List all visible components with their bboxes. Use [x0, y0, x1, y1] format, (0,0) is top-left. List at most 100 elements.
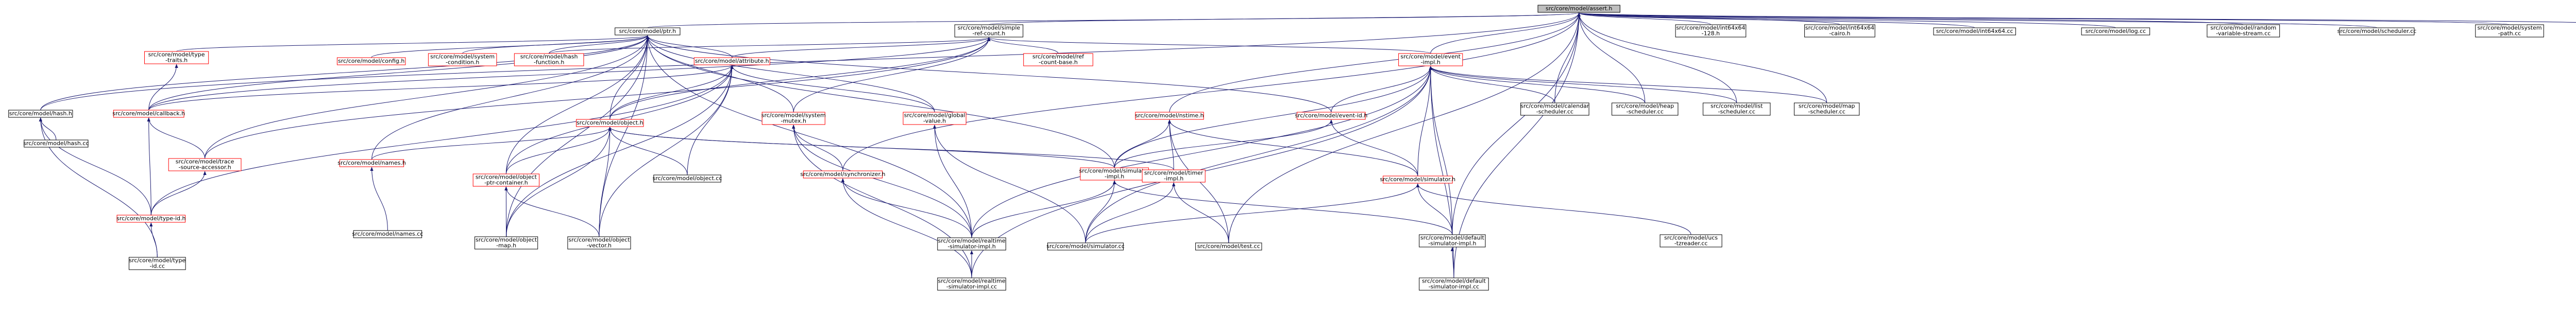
- file-node-int64x64-128-h[interactable]: src/core/model/int64x64-128.h: [1675, 24, 1747, 38]
- file-node-hash-h[interactable]: src/core/model/hash.h: [8, 110, 73, 118]
- dependency-edge: [841, 178, 972, 238]
- node-box: [1023, 53, 1093, 66]
- node-box: [1195, 242, 1262, 251]
- file-node-simulator-h[interactable]: src/core/model/simulator.h: [1380, 175, 1456, 184]
- node-label: -value.h: [923, 118, 946, 125]
- dependency-edge: [1167, 119, 1174, 170]
- file-node-list-scheduler-cc[interactable]: src/core/model/list-scheduler.cc: [1703, 102, 1771, 116]
- dependency-edge: [599, 65, 734, 237]
- node-label: -simulator-impl.cc: [1429, 284, 1479, 290]
- node-label: src/core/model/simulator: [1079, 168, 1150, 174]
- file-node-type-id-h[interactable]: src/core/model/type-id.h: [116, 215, 185, 223]
- node-box: [472, 173, 540, 187]
- node-box: [336, 57, 406, 65]
- file-node-event-impl-h[interactable]: src/core/model/event-impl.h: [1398, 53, 1463, 66]
- node-box: [128, 257, 186, 270]
- file-node-synchronizer-h[interactable]: src/core/model/synchronizer.h: [800, 170, 885, 179]
- file-node-type-traits-h[interactable]: src/core/model/type-traits.h: [144, 51, 209, 64]
- file-node-hash-function-h[interactable]: src/core/model/hash-function.h: [514, 53, 584, 66]
- dependency-edge: [732, 37, 991, 58]
- node-box: [474, 236, 538, 250]
- node-box: [1794, 102, 1860, 116]
- file-node-type-id-cc[interactable]: src/core/model/type-id.cc: [128, 257, 186, 270]
- node-box: [937, 237, 1006, 251]
- node-label: -scheduler.cc: [1626, 109, 1664, 115]
- file-node-global-value-h[interactable]: src/core/model/global-value.h: [903, 112, 967, 125]
- file-node-names-cc[interactable]: src/core/model/names.cc: [352, 230, 423, 238]
- file-node-simulator-cc[interactable]: src/core/model/simulator.cc: [1046, 242, 1125, 251]
- file-node-timer-impl-h[interactable]: src/core/model/timer-impl.h: [1142, 169, 1206, 183]
- dependency-edge: [608, 127, 1115, 168]
- file-node-simulator-impl-h[interactable]: src/core/model/simulator-impl.h: [1079, 167, 1150, 181]
- file-node-config-h[interactable]: src/core/model/config.h: [336, 57, 406, 65]
- dependency-edge: [1416, 183, 1453, 235]
- file-node-realtime-simulator-impl-cc[interactable]: src/core/model/realtime-simulator-impl.c…: [937, 277, 1006, 291]
- node-label: -traits.h: [165, 57, 188, 64]
- file-node-ucs-ucsreader-cc[interactable]: src/core/model/ucs-tzreader.cc: [1659, 234, 1722, 248]
- dependency-edge: [205, 37, 991, 159]
- file-node-test-cc[interactable]: src/core/model/test.cc: [1195, 242, 1262, 251]
- file-node-object-vector-h[interactable]: src/core/model/object-vector.h: [567, 236, 631, 250]
- file-node-simple-ref-count-h[interactable]: src/core/model/simple-ref-count.h: [954, 24, 1024, 38]
- node-label: -ptr-container.h: [484, 180, 528, 186]
- file-node-realtime-simulator-impl-h[interactable]: src/core/model/realtime-simulator-impl.h: [937, 237, 1006, 251]
- file-node-int64x64-cc[interactable]: src/core/model/int64x64.cc: [1933, 27, 2016, 36]
- dependency-edge: [792, 125, 972, 238]
- file-node-attribute-h[interactable]: src/core/model/attribute.h: [693, 57, 770, 65]
- file-node-assert-h[interactable]: src/core/model/assert.h: [1537, 5, 1620, 13]
- node-box: [113, 110, 184, 118]
- file-node-object-cc[interactable]: src/core/model/object.cc: [653, 174, 722, 183]
- dependency-edge: [1085, 180, 1116, 243]
- node-label: src/core/model/system: [761, 112, 826, 119]
- node-label: src/core/model/names.h: [337, 160, 406, 166]
- node-label: src/core/model/int64x64: [1805, 25, 1874, 31]
- node-label: src/core/model/log.cc: [2086, 28, 2146, 34]
- file-node-system-mutex-h[interactable]: src/core/model/system-mutex.h: [761, 112, 826, 125]
- file-node-log-cc[interactable]: src/core/model/log.cc: [2081, 27, 2150, 36]
- node-box: [514, 53, 584, 66]
- file-node-nstime-h[interactable]: src/core/model/nstime.h: [1135, 112, 1204, 120]
- file-node-scheduler-cc[interactable]: src/core/model/scheduler.cc: [2337, 27, 2417, 36]
- file-node-ref-count-base-h[interactable]: src/core/model/ref-count-base.h: [1023, 53, 1093, 66]
- node-label: src/core/model/type-id.h: [116, 215, 185, 222]
- dependency-edge: [371, 35, 649, 160]
- file-node-event-id-h[interactable]: src/core/model/event-id.h: [1295, 112, 1367, 120]
- node-label: src/core/model/object: [476, 174, 537, 181]
- file-node-heap-scheduler-cc[interactable]: src/core/model/heap-scheduler.cc: [1612, 102, 1679, 116]
- node-box: [1047, 242, 1124, 251]
- file-node-object-map-h[interactable]: src/core/model/object-map.h: [474, 236, 538, 250]
- file-node-map-scheduler-cc[interactable]: src/core/model/map-scheduler.cc: [1794, 102, 1860, 116]
- dependency-edge: [549, 37, 991, 54]
- file-node-int64x64-cairo-h[interactable]: src/core/model/int64x64-cairo.h: [1804, 24, 1875, 38]
- file-node-system-path-cc[interactable]: src/core/model/system-path.cc: [2475, 24, 2544, 38]
- dependency-edge: [1430, 12, 1581, 54]
- file-node-default-simulator-impl-cc[interactable]: src/core/model/default-simulator-impl.cc: [1419, 277, 1489, 291]
- node-box: [576, 119, 644, 127]
- dependency-edge: [1172, 182, 1229, 243]
- file-node-object-h[interactable]: src/core/model/object.h: [576, 119, 644, 127]
- node-label: -vector.h: [587, 242, 612, 249]
- dependency-edge: [1085, 183, 1419, 243]
- dependency-edge: [506, 65, 734, 237]
- file-node-calendar-scheduler-cc[interactable]: src/core/model/calendar-scheduler.cc: [1520, 102, 1589, 116]
- file-node-object-ptr-container-h[interactable]: src/core/model/object-ptr-container.h: [472, 173, 540, 187]
- file-node-default-simulator-impl-h[interactable]: src/core/model/default-simulator-impl.h: [1419, 234, 1486, 248]
- file-node-callback-h[interactable]: src/core/model/callback.h: [112, 110, 185, 118]
- dependency-edge: [646, 35, 935, 113]
- file-node-trace-source-accessor-h[interactable]: src/core/model/trace-source-accessor.h: [168, 158, 242, 171]
- dependency-edge: [1228, 12, 1581, 243]
- file-node-ptr-h[interactable]: src/core/model/ptr.h: [615, 27, 681, 36]
- file-node-hash-cc[interactable]: src/core/model/hash.cc: [23, 139, 89, 148]
- node-label: src/core/model/list: [1710, 103, 1763, 110]
- node-box: [1804, 24, 1875, 38]
- file-node-random-variable-stream-cc[interactable]: src/core/model/random-variable-stream.cc: [2207, 24, 2280, 38]
- node-label: src/core/model/synchronizer.h: [800, 171, 885, 178]
- file-node-system-condition-h[interactable]: src/core/model/system-condition.h: [428, 53, 497, 66]
- node-label: src/core/model/int64x64: [1676, 25, 1745, 31]
- node-label: src/core/model/hash.cc: [23, 140, 89, 147]
- dependency-edge: [687, 65, 734, 175]
- file-node-names-h[interactable]: src/core/model/names.h: [337, 159, 406, 167]
- node-label: src/core/model/ucs: [1664, 235, 1718, 241]
- node-label: src/core/model/simple: [958, 25, 1021, 31]
